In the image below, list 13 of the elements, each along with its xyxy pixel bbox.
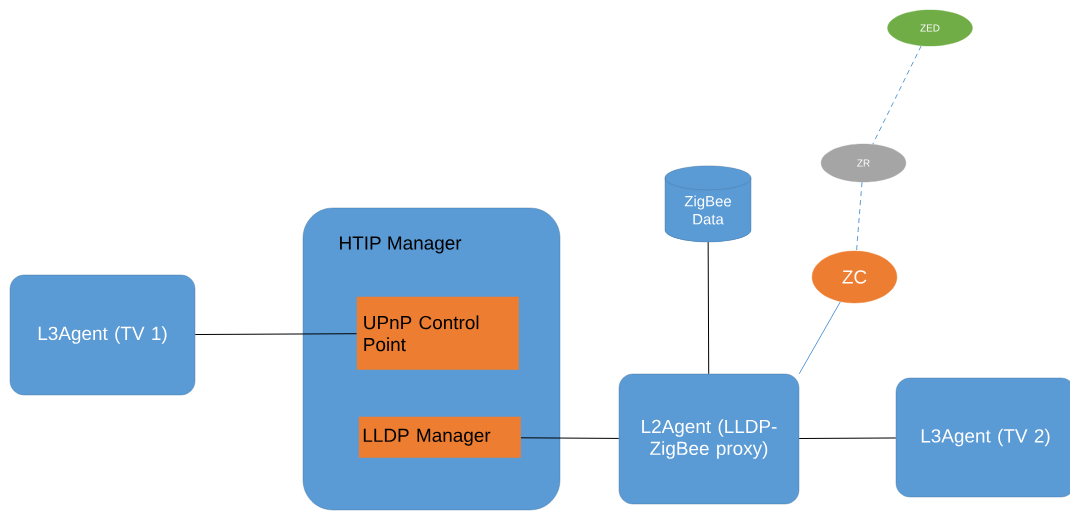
connector-line	[798, 437, 897, 439]
component-box: UPnP Control Point	[356, 296, 519, 370]
connector-line	[798, 301, 841, 375]
component-box: LLDP Manager	[358, 416, 521, 458]
connector-line	[872, 45, 922, 145]
database-cylinder: ZigBee Data	[664, 165, 752, 243]
connector-line	[194, 333, 358, 335]
agent-box: L3Agent (TV 2)	[895, 377, 1070, 498]
agent-box: L2Agent (LLDP-ZigBee proxy)	[618, 373, 800, 505]
agent-box: L3Agent (TV 1)	[9, 274, 196, 396]
connector-line	[520, 437, 620, 439]
connector-line	[856, 181, 863, 252]
connector-line	[707, 241, 710, 375]
